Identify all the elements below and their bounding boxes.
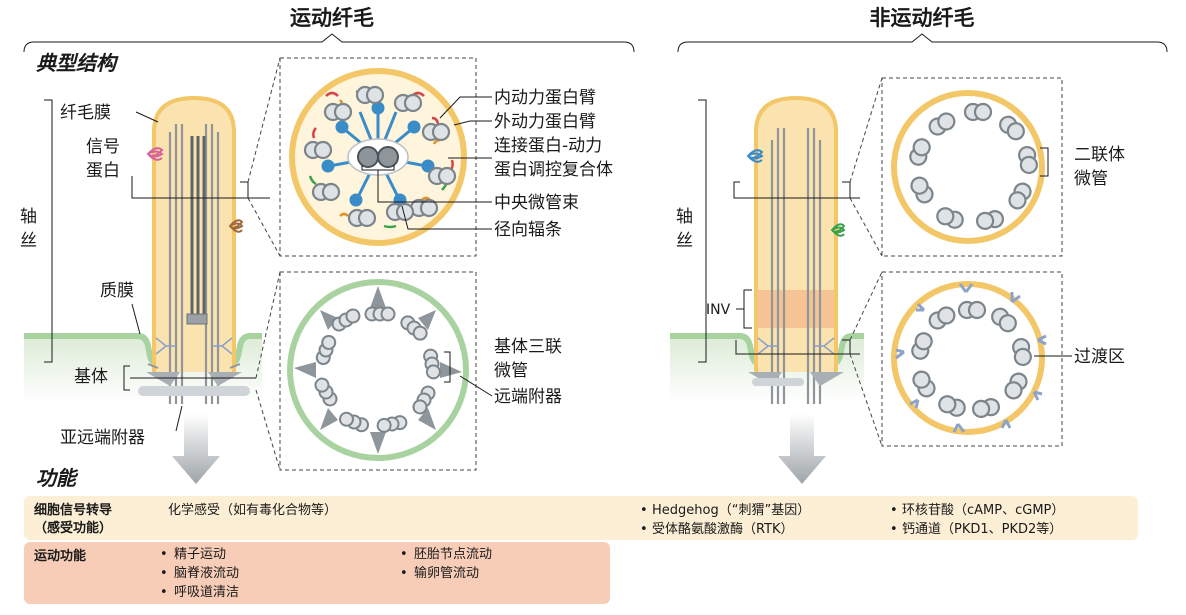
motile-axoneme-cross-section (289, 68, 467, 246)
signaling-row (24, 496, 1138, 540)
motility-item-csf: 脑脊液流动 (174, 566, 239, 581)
bullet: • (890, 503, 898, 518)
label-central-pair: 中央微管束 (494, 193, 579, 213)
label-distal-appendage: 远端附器 (494, 387, 562, 407)
signaling-motile-item: 化学感受（如有毒化合物等） (168, 502, 337, 518)
function-section-title: 功能 (36, 466, 79, 490)
motile-axoneme-inset (279, 57, 477, 257)
label-signal-protein-2: 蛋白 (86, 161, 120, 181)
bullet: • (640, 522, 648, 537)
motile-bracket (23, 33, 635, 53)
label-radial-spoke: 径向辐条 (494, 220, 562, 240)
signaling-title-1: 细胞信号转导 (34, 502, 112, 518)
bullet: • (640, 503, 648, 518)
nonmotile-transition-inset (881, 271, 1063, 447)
label-axoneme-2: 丝 (20, 231, 37, 251)
motile-heading: 运动纤毛 (290, 6, 374, 30)
bullet: • (400, 547, 408, 562)
motility-item-oviduct: 输卵管流动 (414, 565, 479, 581)
nonmotile-heading: 非运动纤毛 (870, 6, 975, 30)
label-plasma-membrane: 质膜 (100, 281, 134, 301)
label-ciliary-membrane: 纤毛膜 (60, 103, 111, 123)
label-doublet-1: 二联体 (1074, 145, 1125, 165)
signal-protein-coil-icon (830, 223, 846, 237)
motility-row (24, 542, 610, 604)
arrow-down-icon (778, 414, 826, 484)
label-nexin-2: 蛋白调控复合体 (494, 160, 613, 180)
nonmotile-transition-cross-section (891, 281, 1047, 435)
label-transition-zone: 过渡区 (1074, 347, 1125, 367)
bullet: • (890, 522, 898, 537)
bullet: • (400, 566, 408, 581)
inv-compartment (758, 290, 834, 328)
bullet: • (160, 547, 168, 562)
signaling-item-calcium-channel: 钙通道（PKD1、PKD2等） (902, 521, 1062, 537)
signal-protein-coil-icon (746, 149, 764, 163)
label-outer-dynein-arm: 外动力蛋白臂 (494, 112, 596, 132)
label-nonmotile-axoneme-1: 轴 (676, 207, 693, 227)
nonmotile-ciliary-membrane (754, 95, 838, 372)
label-signal-protein-1: 信号 (86, 137, 120, 157)
label-inv: INV (706, 302, 731, 318)
bullet: • (160, 585, 168, 600)
label-axoneme-1: 轴 (20, 207, 37, 227)
structure-section-title: 典型结构 (36, 51, 119, 75)
label-inner-dynein-arm: 内动力蛋白臂 (494, 88, 596, 108)
motility-item-sperm: 精子运动 (174, 547, 226, 562)
motility-title: 运动功能 (34, 548, 86, 564)
motile-cilium (24, 95, 262, 484)
label-doublet-2: 微管 (1074, 169, 1108, 189)
label-subdistal-appendage: 亚远端附器 (60, 428, 145, 448)
bullet: • (160, 566, 168, 581)
signaling-item-rtk: 受体酪氨酸激酶（RTK） (652, 521, 794, 537)
signal-protein-coil-icon (228, 219, 244, 233)
motility-item-airway: 呼吸道清洁 (174, 585, 239, 600)
signaling-item-cyclic-nucleotide: 环核苷酸（cAMP、cGMP） (902, 503, 1064, 518)
nonmotile-bracket (677, 33, 1168, 53)
nonmotile-cilium (670, 95, 864, 484)
signal-protein-coil-icon (146, 147, 164, 161)
motility-item-node: 胚胎节点流动 (414, 547, 492, 562)
arrow-down-icon (172, 414, 220, 484)
signaling-item-hedgehog: Hedgehog（“刺猬”基因） (652, 503, 810, 518)
signaling-title-2: （感受功能） (34, 520, 112, 536)
label-triplet-2: 微管 (494, 361, 528, 381)
label-nexin-1: 连接蛋白-动力 (494, 136, 602, 156)
label-triplet-1: 基体三联 (494, 337, 562, 357)
nonmotile-axoneme-inset (881, 77, 1063, 257)
label-basal-body: 基体 (74, 367, 108, 387)
motile-basal-body-inset (279, 271, 477, 471)
motile-ciliary-membrane (152, 95, 236, 372)
label-nonmotile-axoneme-2: 丝 (676, 231, 693, 251)
motile-basal-body-cross-section (287, 279, 469, 461)
nonmotile-axoneme-cross-section (891, 90, 1045, 244)
